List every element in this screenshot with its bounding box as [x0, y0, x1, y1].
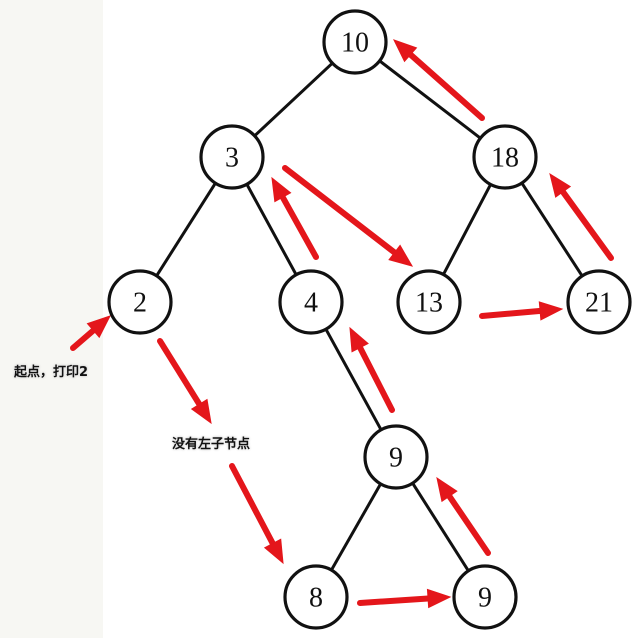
tree-nodes: 10 3 18 2 4 13 21 9 8 9 [107, 9, 632, 630]
tree-edge-n18-n21 [520, 182, 584, 277]
tree-node-label: 8 [309, 583, 323, 614]
traversal-arrow-shaft [356, 342, 395, 413]
traversal-arrow-shaft [405, 50, 485, 121]
tree-node-label: 10 [341, 28, 369, 59]
tree-edge-n18-n13 [442, 183, 492, 276]
start-annotation: 起点，打印2 [14, 365, 89, 380]
tree-node: 3 [199, 124, 265, 190]
no-left-child-annotation: 没有左子节点 [172, 437, 251, 452]
traversal-arrow [479, 301, 564, 321]
traversal-arrow-head [263, 538, 284, 565]
tree-node-circle [472, 124, 538, 190]
traversal-arrow [436, 476, 491, 556]
traversal-arrow [229, 463, 284, 565]
tree-edge-n9a-n9b [411, 482, 470, 572]
tree-node-label: 9 [389, 443, 403, 474]
tree-edge-n9a-n8 [330, 483, 382, 571]
traversal-arrow-shaft [479, 307, 546, 319]
traversal-arrow [271, 176, 319, 260]
traversal-arrow-shaft [157, 338, 204, 410]
tree-node-label: 18 [491, 143, 519, 174]
traversal-arrow-shaft [282, 165, 400, 257]
tree-node-label: 9 [478, 583, 492, 614]
traversal-arrow-head [190, 398, 212, 425]
traversal-arrow-head [393, 39, 418, 63]
tree-node: 13 [396, 269, 462, 335]
traversal-arrow [549, 172, 614, 261]
traversal-arrow-shaft [357, 595, 434, 606]
traversal-arrow-head [271, 176, 292, 203]
traversal-arrow-shaft [229, 463, 277, 549]
diagram-panel [103, 0, 643, 638]
traversal-arrow-head [426, 588, 452, 609]
tree-node-circle [566, 269, 632, 335]
tree-edge-n3-n2 [155, 182, 217, 277]
traversal-arrow [70, 315, 111, 351]
tree-node-circle [107, 269, 173, 335]
tree-node: 21 [566, 269, 632, 335]
traversal-arrows [70, 39, 614, 609]
tree-node-label: 3 [225, 143, 239, 174]
traversal-arrow-shaft [278, 192, 319, 260]
tree-node: 4 [278, 269, 344, 335]
tree-node-label: 2 [133, 288, 147, 319]
tree-edge-n3-n4 [245, 183, 298, 276]
tree-node-circle [396, 269, 462, 335]
left-margin-strip [0, 0, 103, 638]
traversal-arrow-shaft [558, 187, 614, 261]
tree-node: 8 [283, 564, 349, 630]
tree-node: 18 [472, 124, 538, 190]
tree-node-label: 13 [415, 288, 443, 319]
tree-node-label: 4 [304, 288, 318, 319]
tree-edge-n10-n18 [378, 59, 482, 140]
tree-node-circle [278, 269, 344, 335]
traversal-arrow [349, 326, 395, 413]
tree-edge-n4-n9a [324, 328, 383, 431]
traversal-arrow [282, 165, 414, 267]
tree-edge-n10-n3 [253, 62, 334, 137]
traversal-arrow-shaft [70, 326, 98, 351]
traversal-arrow-head [436, 476, 458, 503]
traversal-arrow-head [86, 315, 111, 339]
tree-node-label: 21 [585, 288, 613, 319]
tree-node-circle [363, 424, 429, 490]
traversal-arrow-head [538, 301, 564, 321]
traversal-arrow [357, 588, 452, 609]
tree-edges [155, 59, 584, 572]
tree-node: 10 [322, 9, 388, 75]
tree-node-circle [452, 564, 518, 630]
traversal-arrow [157, 338, 212, 425]
tree-node-circle [199, 124, 265, 190]
tree-node: 9 [363, 424, 429, 490]
traversal-arrow-shaft [445, 491, 491, 556]
traversal-arrow [393, 39, 485, 121]
tree-node-circle [283, 564, 349, 630]
traversal-arrow-head [349, 326, 369, 353]
traversal-arrow-head [549, 172, 572, 198]
tree-node: 9 [452, 564, 518, 630]
tree-node-circle [322, 9, 388, 75]
tree-node: 2 [107, 269, 173, 335]
traversal-arrow-head [388, 244, 414, 267]
